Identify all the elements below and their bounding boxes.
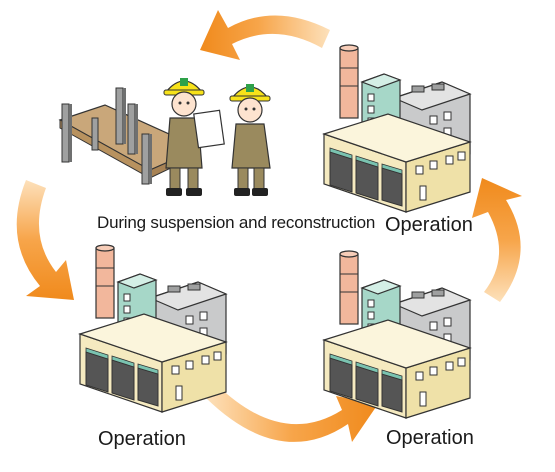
label-operation-top-right: Operation: [385, 214, 473, 236]
factory-top-right: [323, 44, 471, 213]
factory-bottom-right: [323, 250, 471, 419]
label-construction: During suspension and reconstruction: [97, 213, 376, 232]
arrow-left: [16, 180, 74, 300]
label-operation-bottom-left: Operation: [98, 428, 186, 450]
worker-standing: [229, 84, 271, 196]
factory-bottom-left: [79, 244, 227, 413]
worker-with-clipboard: [163, 78, 225, 196]
label-operation-bottom-right: Operation: [386, 427, 474, 449]
arrow-bottom: [206, 384, 378, 442]
arrow-top: [200, 10, 330, 60]
arrow-right: [472, 178, 522, 302]
